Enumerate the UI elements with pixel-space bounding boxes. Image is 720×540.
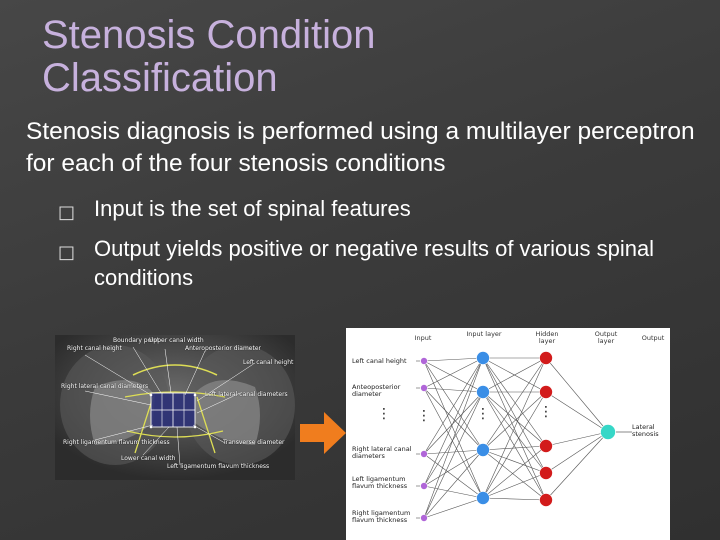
mri-label-lower-canal-width: Lower canal width bbox=[121, 455, 176, 462]
mri-label-transverse-diameter: Transverse diameter bbox=[223, 439, 285, 446]
header-input: Input bbox=[414, 334, 432, 342]
connection-line bbox=[482, 497, 547, 501]
connection-line bbox=[423, 449, 484, 455]
mri-label-boundary-point: Boundary point bbox=[113, 337, 160, 344]
bullet-list: □ Input is the set of spinal features □ … bbox=[58, 194, 718, 303]
connection-line bbox=[482, 391, 547, 474]
connection-line bbox=[482, 391, 547, 501]
connection-line bbox=[423, 357, 484, 519]
ellipsis-marker: ⋮ bbox=[377, 406, 391, 422]
hidden-node bbox=[539, 493, 553, 507]
input-label: Right ligamentum flavum thickness bbox=[352, 509, 411, 524]
mri-label-upper-canal-width: Upper canal width bbox=[149, 337, 204, 344]
connection-line bbox=[423, 357, 484, 362]
connection-line bbox=[482, 445, 547, 451]
connection-line bbox=[482, 357, 547, 499]
header-output-layer: Output layer bbox=[594, 330, 618, 345]
input-layer-node bbox=[476, 491, 490, 505]
connection-line bbox=[482, 391, 547, 499]
hidden-node bbox=[539, 351, 553, 365]
spine-mri-image: Right canal height Boundary point Upper … bbox=[55, 335, 295, 480]
connection-line bbox=[482, 357, 547, 451]
input-label: Left canal height bbox=[352, 357, 407, 365]
input-layer-node bbox=[476, 351, 490, 365]
bullet-text: Output yields positive or negative resul… bbox=[94, 236, 655, 290]
bullet-box-icon: □ bbox=[58, 242, 76, 263]
slide-title: Stenosis Condition Classification bbox=[42, 13, 376, 100]
connection-line bbox=[482, 449, 547, 474]
mri-label-right-ligamentum-flavum-thickness: Right ligamentum flavum thickness bbox=[63, 439, 170, 446]
bullet-item: □ Input is the set of spinal features bbox=[58, 194, 718, 223]
connection-line bbox=[423, 360, 484, 499]
output-node bbox=[600, 424, 616, 440]
connection-line bbox=[423, 497, 484, 519]
connection-line bbox=[423, 357, 484, 389]
connection-line bbox=[423, 387, 484, 499]
mri-label-right-lateral-canal-diameters: Right lateral canal diameters bbox=[61, 383, 149, 390]
input-label: Right lateral canal diameters bbox=[352, 445, 412, 460]
connection-line bbox=[423, 449, 484, 519]
input-label: Anteoposterior diameter bbox=[352, 383, 401, 398]
input-node bbox=[420, 450, 428, 458]
bullet-text: Input is the set of spinal features bbox=[94, 196, 411, 221]
bullet-box-icon: □ bbox=[58, 202, 76, 223]
bullet-item: □ Output yields positive or negative res… bbox=[58, 234, 718, 292]
connection-line bbox=[423, 391, 484, 487]
neural-network-diagram: ⋮ ⋮ ⋮ ⋮ Input Input layer Hidden layer Outp… bbox=[346, 328, 670, 540]
mri-label-left-canal-height: Left canal height bbox=[243, 359, 294, 366]
connection-line bbox=[423, 360, 484, 393]
connection-line bbox=[545, 431, 609, 447]
right-arrow-icon bbox=[300, 412, 346, 454]
connection-line bbox=[423, 357, 484, 487]
output-label: Lateral stenosis bbox=[632, 423, 659, 438]
input-node bbox=[420, 384, 428, 392]
connection-line bbox=[423, 391, 484, 519]
connection-line bbox=[423, 387, 484, 393]
connection-line bbox=[482, 445, 547, 499]
network-graphic: ⋮ ⋮ ⋮ ⋮ bbox=[377, 351, 632, 522]
connection-line bbox=[482, 357, 547, 501]
connection-line bbox=[482, 472, 547, 499]
header-hidden-layer: Hidden layer bbox=[535, 330, 559, 345]
ellipsis-marker: ⋮ bbox=[539, 404, 553, 420]
hidden-node bbox=[539, 385, 553, 399]
hidden-node bbox=[539, 466, 553, 480]
input-node bbox=[420, 357, 428, 365]
ellipsis-marker: ⋮ bbox=[476, 406, 490, 422]
connection-line bbox=[482, 391, 547, 447]
connection-line bbox=[545, 357, 609, 433]
connection-line bbox=[423, 449, 484, 487]
mri-label-right-canal-height: Right canal height bbox=[67, 345, 122, 352]
mri-label-anteroposterior-diameter: Anteroposterior diameter bbox=[185, 345, 261, 352]
connection-line bbox=[482, 357, 547, 474]
connection-line bbox=[423, 357, 484, 455]
connection-line bbox=[482, 449, 547, 501]
connection-line bbox=[545, 391, 609, 433]
lead-text: Stenosis diagnosis is performed using a … bbox=[26, 118, 695, 177]
hidden-node bbox=[539, 439, 553, 453]
connection-line bbox=[423, 453, 484, 499]
connection-line bbox=[482, 357, 547, 393]
mri-scan-graphic bbox=[55, 335, 295, 480]
connection-line bbox=[482, 391, 547, 451]
ellipsis-marker: ⋮ bbox=[417, 408, 431, 424]
connection-line bbox=[545, 431, 609, 501]
connection-line bbox=[423, 485, 484, 499]
input-layer-node bbox=[476, 443, 490, 457]
input-layer-node bbox=[476, 385, 490, 399]
input-node bbox=[420, 514, 428, 522]
header-output: Output bbox=[641, 334, 665, 342]
connection-line bbox=[423, 387, 484, 451]
mri-label-left-lateral-canal-diameters: Left lateral canal diameters bbox=[205, 391, 288, 398]
input-node bbox=[420, 482, 428, 490]
input-label: Left ligamentum flavum thickness bbox=[352, 475, 408, 490]
connection-line bbox=[545, 431, 609, 474]
header-input-layer: Input layer bbox=[466, 330, 502, 338]
mri-label-left-ligamentum-flavum-thickness: Left ligamentum flavum thickness bbox=[167, 463, 270, 470]
connection-line bbox=[482, 357, 547, 447]
connection-line bbox=[423, 391, 484, 455]
